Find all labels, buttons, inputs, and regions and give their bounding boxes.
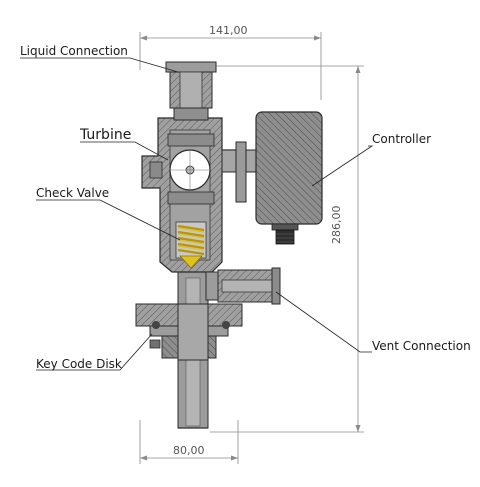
label-check-valve: Check Valve [36, 186, 110, 200]
dimension-height: 286,00 [330, 205, 343, 245]
controller-unit [255, 111, 323, 245]
dimension-width-bottom: 80,00 [173, 444, 205, 457]
label-liquid-connection: Liquid Connection [20, 44, 128, 58]
dimension-width-top: 141,00 [209, 24, 248, 37]
dimension-lines [139, 32, 364, 464]
liquid-connection-fitting [165, 61, 217, 121]
label-key-code-disk: Key Code Disk [36, 357, 122, 371]
label-turbine: Turbine [80, 127, 132, 143]
key-code-disk [135, 303, 243, 361]
vent-connection [205, 267, 281, 305]
controller-pipe [221, 141, 259, 203]
leader-lines [20, 57, 374, 371]
turbine [149, 133, 215, 205]
label-controller: Controller [372, 132, 432, 146]
dimension-arrows [140, 35, 361, 461]
check-valve [175, 221, 207, 269]
label-vent-connection: Vent Connection [372, 339, 471, 353]
